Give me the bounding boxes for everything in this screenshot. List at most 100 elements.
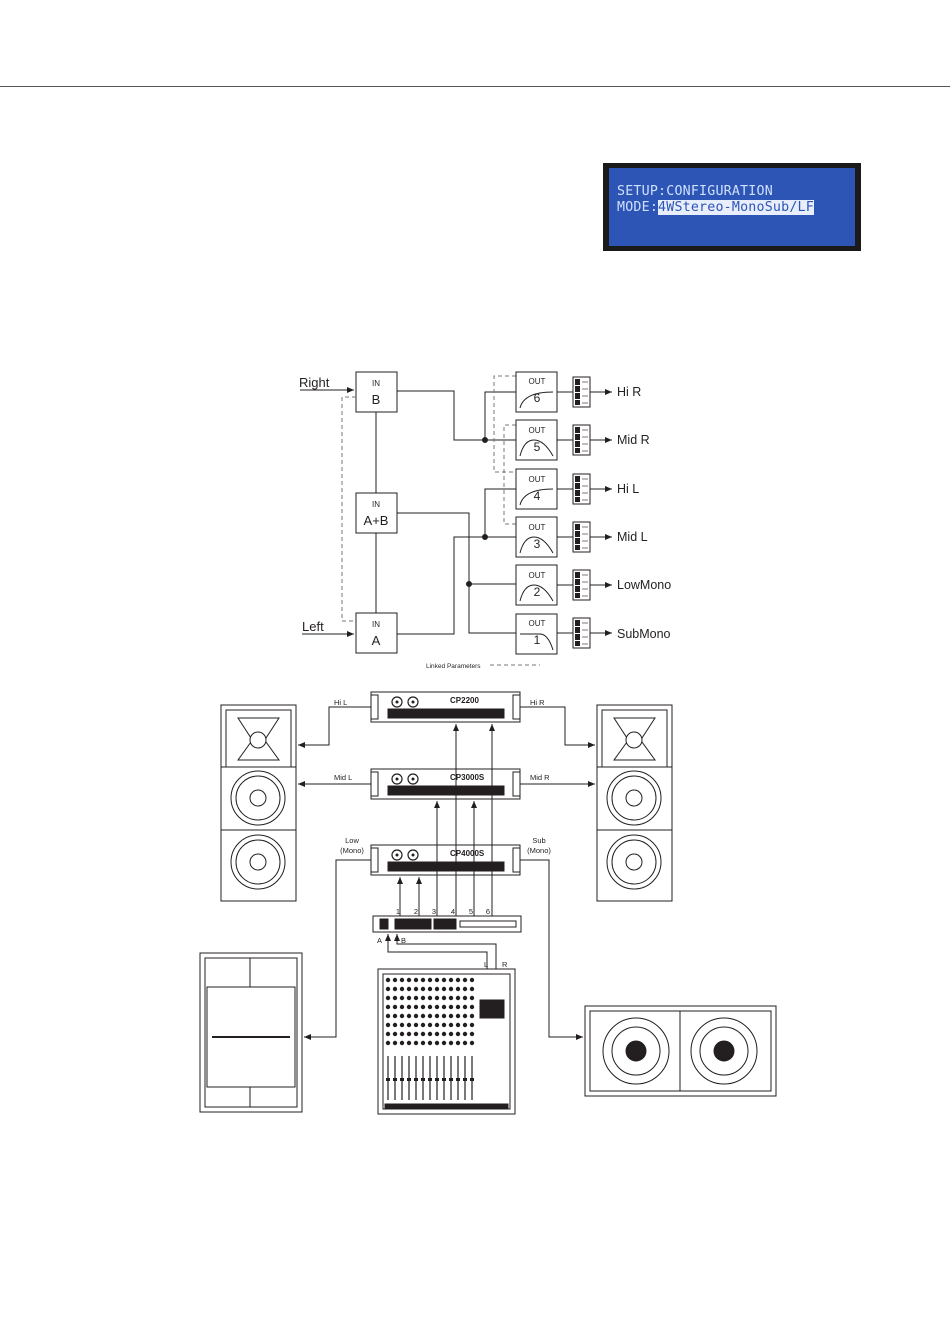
mixer-knob-icon (449, 1014, 453, 1018)
mixer-knob-icon (386, 1005, 390, 1009)
proc-out-5: 5 (469, 907, 473, 916)
mixer-knob-icon (428, 987, 432, 991)
mixer-knob-icon (400, 978, 404, 982)
mixer-knob-icon (456, 1032, 460, 1036)
subwoofer-cabinet (585, 1006, 776, 1096)
mixer-fader-cap (386, 1078, 390, 1081)
mixer-knob-icon (407, 1005, 411, 1009)
out-4-num: 4 (534, 489, 541, 503)
mixer-knob-icon (456, 1005, 460, 1009)
out-5-label: Mid R (617, 433, 650, 447)
mixer-knob-icon (442, 996, 446, 1000)
proc-out-1: 1 (396, 907, 400, 916)
mixer-knob-icon (428, 978, 432, 982)
mixer-fader-cap (407, 1078, 411, 1081)
routing-diagram (300, 372, 612, 665)
mixer-knob-icon (393, 987, 397, 991)
mixer-knob-icon (386, 1041, 390, 1045)
mixer-l-label: L (484, 960, 488, 969)
mixer-knob-icon (456, 1041, 460, 1045)
mixer-knob-icon (428, 1032, 432, 1036)
mixer-knob-icon (400, 1041, 404, 1045)
mixer-knob-icon (463, 987, 467, 991)
channel-meter-icon (573, 570, 590, 600)
low-mono-label: (Mono) (340, 846, 364, 855)
mixer-fader-cap (456, 1078, 460, 1081)
mixer-knob-icon (470, 987, 474, 991)
mixer-knob-icon (421, 996, 425, 1000)
mixer-knob-icon (463, 1023, 467, 1027)
out-1-label: SubMono (617, 627, 671, 641)
mixer-knob-icon (400, 1005, 404, 1009)
amp-knob-icon (408, 774, 418, 784)
proc-out-4: 4 (451, 907, 455, 916)
mixer-knob-icon (449, 1005, 453, 1009)
channel-meter-icon (573, 474, 590, 504)
out-3-top: OUT (529, 523, 546, 532)
mixer-knob-icon (421, 978, 425, 982)
mixer-knob-icon (393, 996, 397, 1000)
mid-l-label: Mid L (334, 773, 352, 782)
amp-knob-icon (392, 697, 402, 707)
mixer-knob-icon (393, 1041, 397, 1045)
mixer-fader-cap (428, 1078, 432, 1081)
mixer-knob-icon (442, 1041, 446, 1045)
mixer-knob-icon (435, 1023, 439, 1027)
mixer-knob-icon (442, 1005, 446, 1009)
mixer-knob-icon (386, 1014, 390, 1018)
sub-label: Sub (532, 836, 545, 845)
out-2-top: OUT (529, 571, 546, 580)
mixer-knob-icon (428, 1014, 432, 1018)
mixer-knob-icon (442, 1032, 446, 1036)
amp-knob-icon (392, 774, 402, 784)
out-1-top: OUT (529, 619, 546, 628)
mixer-knob-icon (442, 987, 446, 991)
mixer-knob-icon (463, 1014, 467, 1018)
mixer-fader-cap (449, 1078, 453, 1081)
mixer-knob-icon (435, 1014, 439, 1018)
mixer-fader-cap (414, 1078, 418, 1081)
mixer-knob-icon (407, 978, 411, 982)
mixer-knob-icon (414, 1032, 418, 1036)
mixer-knob-icon (456, 978, 460, 982)
mixer-knob-icon (428, 1005, 432, 1009)
mixer-knob-icon (449, 996, 453, 1000)
mixer-knob-icon (456, 996, 460, 1000)
channel-meter-icon (573, 522, 590, 552)
hi-l-label: Hi L (334, 698, 347, 707)
mixer-knob-icon (393, 978, 397, 982)
legend-label: Linked Parameters (426, 663, 481, 670)
sub-mono-label: (Mono) (527, 846, 551, 855)
mixer-knob-icon (407, 1023, 411, 1027)
mixer-knob-icon (421, 1023, 425, 1027)
out-4-top: OUT (529, 475, 546, 484)
mixer-knob-icon (386, 1023, 390, 1027)
mixer-knob-icon (442, 978, 446, 982)
channel-meter-icon (573, 377, 590, 407)
mixer-knob-icon (414, 1023, 418, 1027)
mixer-fader-cap (470, 1078, 474, 1081)
mixer-knob-icon (393, 1005, 397, 1009)
proc-out-3: 3 (432, 907, 436, 916)
out-5-num: 5 (534, 440, 541, 454)
mixer-knob-icon (435, 1032, 439, 1036)
mixer-knob-icon (421, 1005, 425, 1009)
mixer-knob-icon (400, 1032, 404, 1036)
mixer-knob-icon (407, 1014, 411, 1018)
in-ab-main: A+B (364, 513, 389, 528)
mixer-fader-cap (400, 1078, 404, 1081)
proc-out-2: 2 (414, 907, 418, 916)
mixer-knob-icon (435, 1041, 439, 1045)
mixer-knob-icon (414, 987, 418, 991)
low-label: Low (345, 836, 359, 845)
input-right-label: Right (299, 375, 330, 390)
mixer-knob-icon (449, 987, 453, 991)
mixer-fader-cap (463, 1078, 467, 1081)
out-6-label: Hi R (617, 385, 641, 399)
mixer-knob-icon (400, 1014, 404, 1018)
mixer-knob-icon (442, 1023, 446, 1027)
mixer-knob-icon (386, 996, 390, 1000)
mixer-knob-icon (407, 987, 411, 991)
mixer-knob-icon (400, 996, 404, 1000)
